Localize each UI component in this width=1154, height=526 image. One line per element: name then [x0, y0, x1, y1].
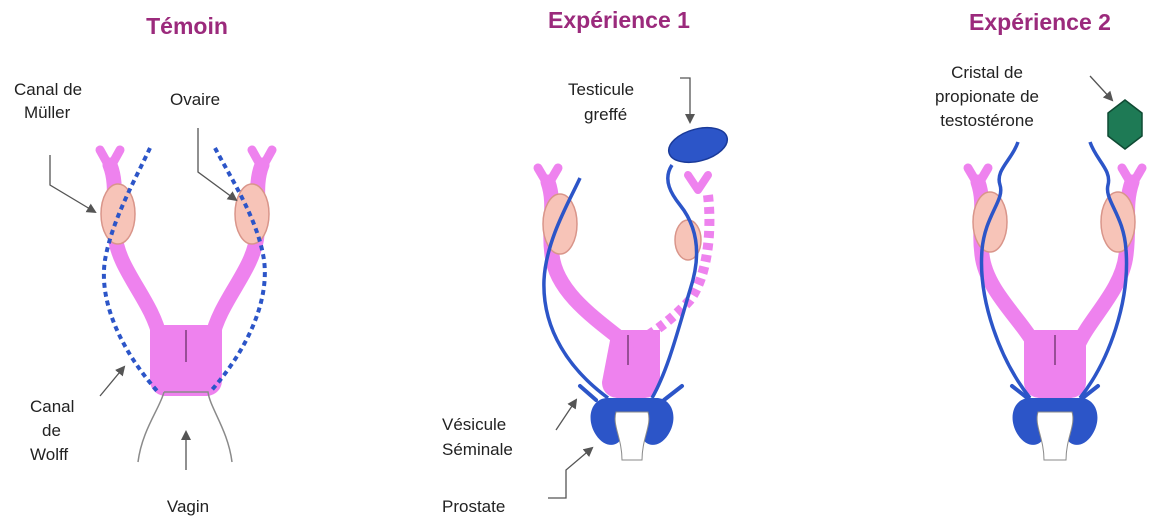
panel-experience-2: Expérience 2 Cristal de propionate de te… — [935, 9, 1142, 460]
label-vesicule-line1: Vésicule — [442, 415, 506, 434]
arrow-prostate — [548, 448, 592, 498]
ovary-right — [235, 184, 269, 244]
arrow-ovaire — [198, 128, 236, 200]
label-cristal-line2: propionate de — [935, 87, 1039, 106]
label-testicule-line1: Testicule — [568, 80, 634, 99]
arrow-testicule — [680, 78, 690, 122]
label-cristal-line3: testostérone — [940, 111, 1034, 130]
grafted-testicle — [665, 122, 731, 168]
panel-title-experience-2: Expérience 2 — [969, 9, 1111, 35]
label-canal-wolff-line1: Canal — [30, 397, 74, 416]
arrow-canal-wolff — [100, 367, 124, 396]
panel-title-experience-1: Expérience 1 — [548, 7, 690, 33]
label-ovaire: Ovaire — [170, 90, 220, 109]
panel-temoin: Témoin Canal de Müller Ovaire Canal de W… — [14, 13, 272, 516]
panel-title-temoin: Témoin — [146, 13, 228, 39]
label-vesicule-line2: Séminale — [442, 440, 513, 459]
label-canal-muller-line1: Canal de — [14, 80, 82, 99]
seminal-vesicle-right — [664, 386, 682, 400]
label-canal-wolff-line2: de — [42, 421, 61, 440]
muller-fimbria-right — [688, 175, 708, 190]
label-testicule-line2: greffé — [584, 105, 627, 124]
urethra — [615, 412, 649, 460]
testosterone-crystal — [1108, 100, 1142, 149]
urethra — [1037, 412, 1073, 460]
arrow-canal-muller — [50, 155, 95, 212]
ovary-right — [1101, 192, 1135, 252]
label-canal-wolff-line3: Wolff — [30, 445, 68, 464]
label-canal-muller-line2: Müller — [24, 103, 71, 122]
vagina — [138, 392, 232, 462]
arrow-cristal — [1090, 76, 1112, 100]
panel-experience-1: Expérience 1 Testicule greffé Vésicule S… — [442, 7, 731, 516]
arrow-vesicule — [556, 400, 576, 430]
label-cristal-line1: Cristal de — [951, 63, 1023, 82]
label-prostate: Prostate — [442, 497, 505, 516]
muller-duct-right-regressing — [632, 195, 709, 345]
label-vagin: Vagin — [167, 497, 209, 516]
